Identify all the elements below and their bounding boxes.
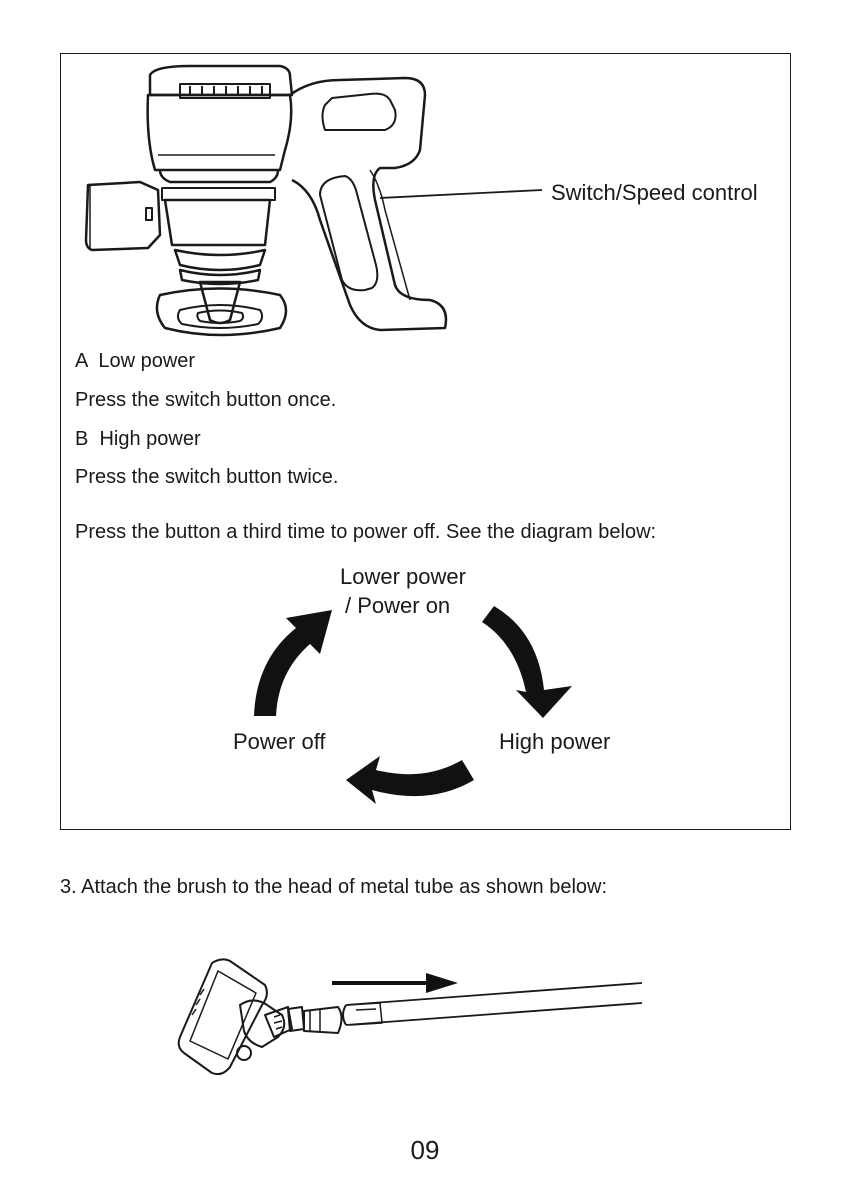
arrow-to-power-off — [346, 756, 474, 804]
arrow-to-high-power — [482, 606, 572, 718]
page-number: 09 — [0, 1135, 850, 1166]
brush-attach-illustration — [170, 955, 650, 1080]
arrow-to-power-on — [254, 610, 332, 716]
step-3-instruction: 3. Attach the brush to the head of metal… — [60, 875, 607, 899]
